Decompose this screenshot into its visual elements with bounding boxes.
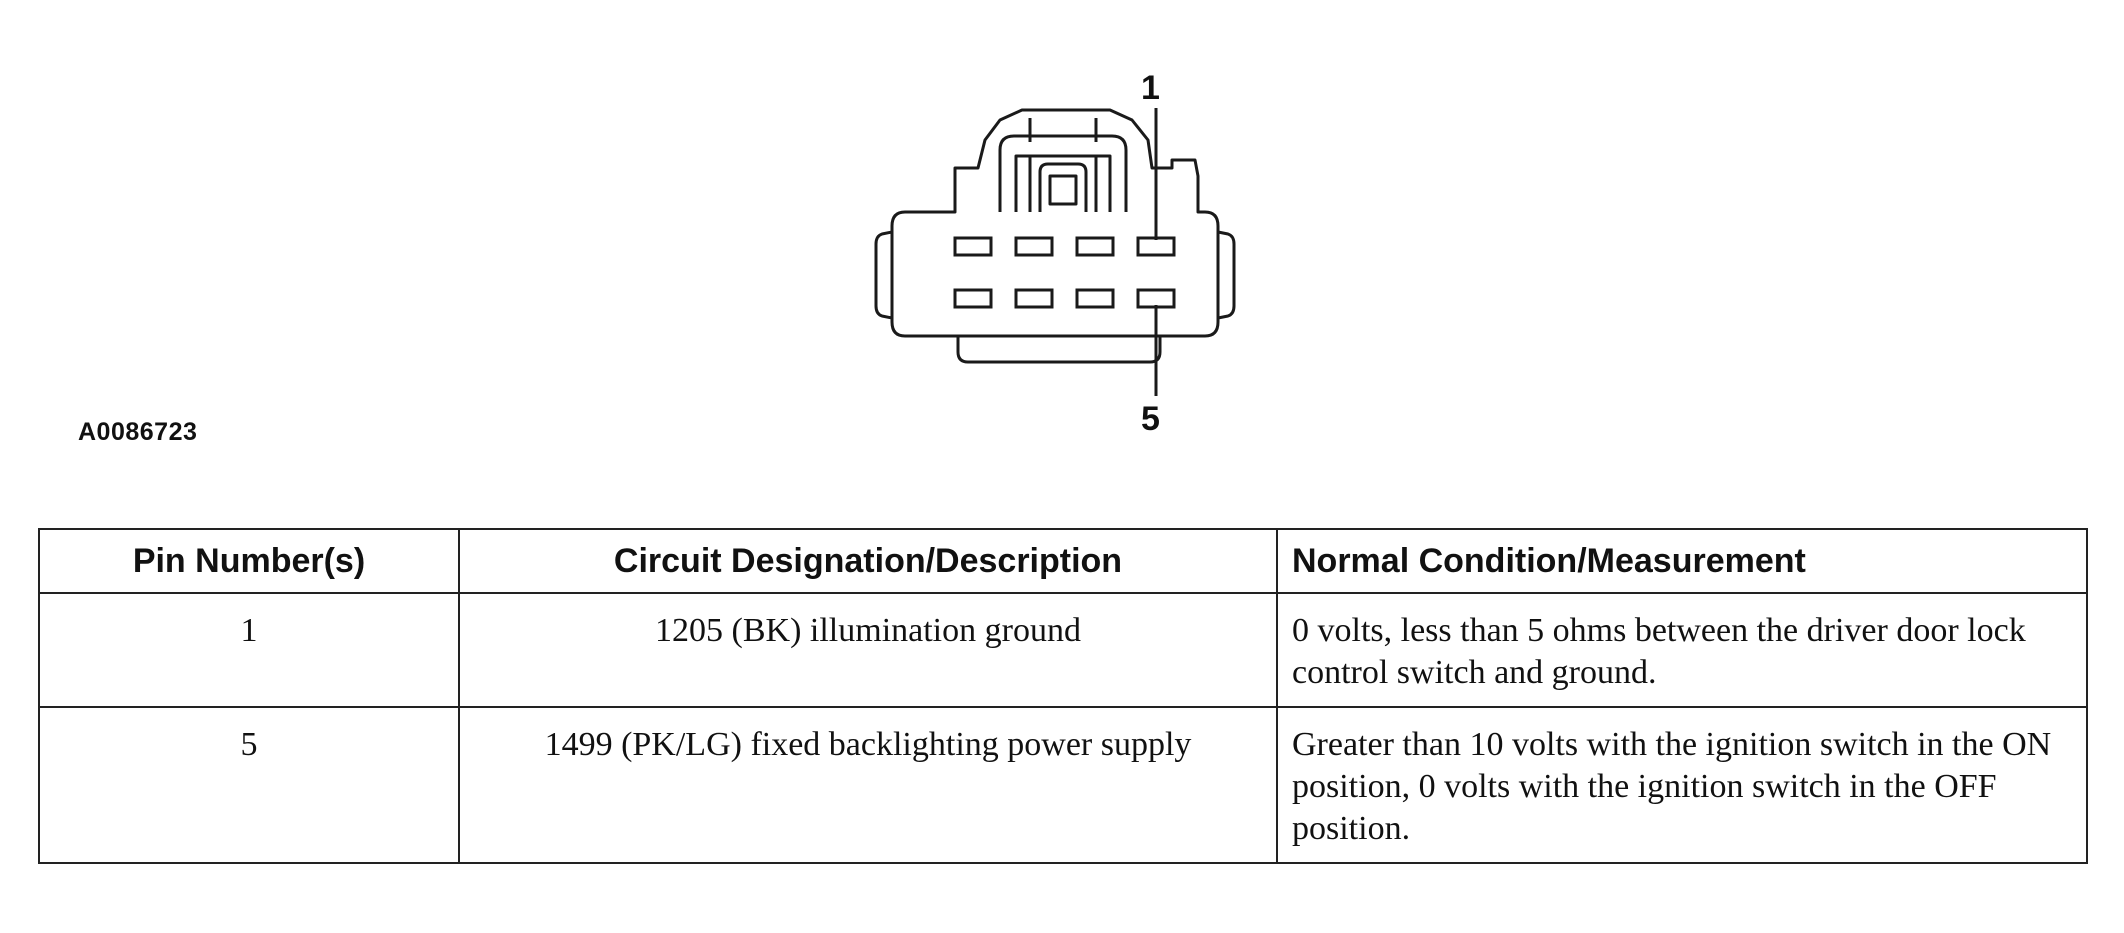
header-normal-condition: Normal Condition/Measurement bbox=[1276, 528, 2088, 594]
table-row: 1 1205 (BK) illumination ground 0 volts,… bbox=[38, 592, 2088, 708]
connector-latch-inner bbox=[1014, 154, 1112, 212]
cell-condition: Greater than 10 volts with the ignition … bbox=[1276, 706, 2088, 864]
connector-latch-tab bbox=[1048, 174, 1078, 206]
pin-cavity bbox=[1075, 236, 1115, 257]
table-header-row: Pin Number(s) Circuit Designation/Descri… bbox=[38, 528, 2088, 594]
cell-circuit: 1205 (BK) illumination ground bbox=[458, 592, 1278, 708]
pin-cavity bbox=[953, 288, 993, 309]
cell-circuit: 1499 (PK/LG) fixed backlighting power su… bbox=[458, 706, 1278, 864]
callout-pin-5-label: 5 bbox=[1141, 400, 1160, 438]
connector-face-drawing bbox=[874, 108, 1236, 396]
connector-housing bbox=[890, 108, 1220, 338]
cell-condition: 0 volts, less than 5 ohms between the dr… bbox=[1276, 592, 2088, 708]
connector-right-rib bbox=[1217, 230, 1236, 320]
connector-latch-outer bbox=[998, 134, 1128, 212]
header-circuit-designation: Circuit Designation/Description bbox=[458, 528, 1278, 594]
cell-pin: 5 bbox=[38, 706, 460, 864]
pin-cavity bbox=[953, 236, 993, 257]
connector-left-rib bbox=[874, 230, 893, 320]
pin-cavity bbox=[1014, 236, 1054, 257]
pin-cavity bbox=[1075, 288, 1115, 309]
connector-diagram: 1 5 A0086723 bbox=[0, 0, 2124, 460]
pinout-table: Pin Number(s) Circuit Designation/Descri… bbox=[38, 528, 2088, 864]
connector-latch-slot bbox=[1038, 162, 1088, 212]
cell-pin: 1 bbox=[38, 592, 460, 708]
table-row: 5 1499 (PK/LG) fixed backlighting power … bbox=[38, 706, 2088, 864]
figure-id-label: A0086723 bbox=[78, 418, 198, 446]
pin-cavity-5 bbox=[1136, 288, 1176, 309]
pin-cavities bbox=[953, 236, 1176, 309]
connector-bottom-skirt bbox=[956, 336, 1162, 364]
header-pin-numbers: Pin Number(s) bbox=[38, 528, 460, 594]
connector-latch-rails bbox=[1028, 156, 1098, 212]
pin-cavity-1 bbox=[1136, 236, 1176, 257]
pin-cavity bbox=[1014, 288, 1054, 309]
connector-latch-shoulder bbox=[1028, 118, 1098, 142]
callout-pin-1-label: 1 bbox=[1141, 69, 1160, 107]
